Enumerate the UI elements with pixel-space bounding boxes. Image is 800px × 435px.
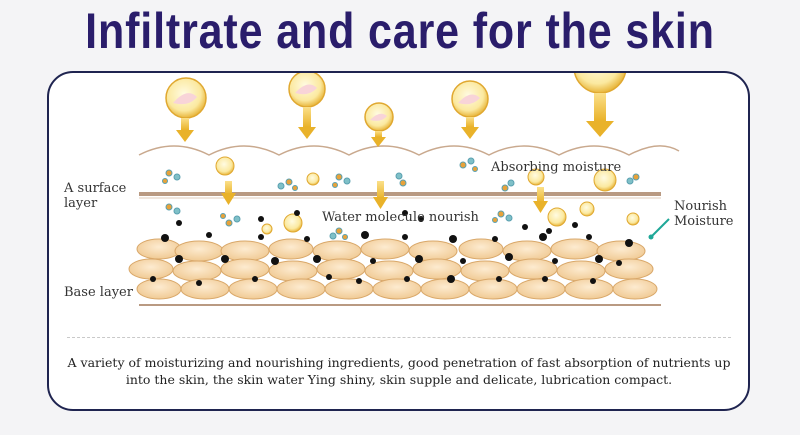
skin-diagram xyxy=(128,73,680,306)
nourish-moisture-label: Nourish Moisture xyxy=(674,199,734,229)
small-bubbles xyxy=(215,156,640,235)
skin-surface-curve xyxy=(138,145,680,156)
nutrient-dots xyxy=(150,210,633,286)
absorbing-moisture-label: Absorbing moisture xyxy=(491,160,622,175)
surface-layer-label: A surface layer xyxy=(64,181,127,211)
base-layer-label: Base layer xyxy=(64,285,133,300)
nutrient-bubble-4 xyxy=(451,80,489,139)
base-cells xyxy=(128,238,658,300)
page-title: Infiltrate and care for the skin xyxy=(85,3,715,59)
penetration-arrows xyxy=(221,181,548,213)
diagram-card: A surface layer Base layer Absorbing moi… xyxy=(47,71,750,411)
caption: A variety of moisturizing and nourishing… xyxy=(67,355,731,387)
nutrient-bubble-3 xyxy=(364,102,394,147)
nutrient-bubble-1 xyxy=(165,77,207,142)
water-molecule-nourish-label: Water molecule nourish xyxy=(322,210,479,225)
nutrient-bubble-2 xyxy=(288,73,326,139)
water-molecules xyxy=(162,157,640,240)
nutrient-bubble-5 xyxy=(573,73,627,137)
nourish-pointer xyxy=(650,218,670,238)
divider xyxy=(67,337,731,338)
